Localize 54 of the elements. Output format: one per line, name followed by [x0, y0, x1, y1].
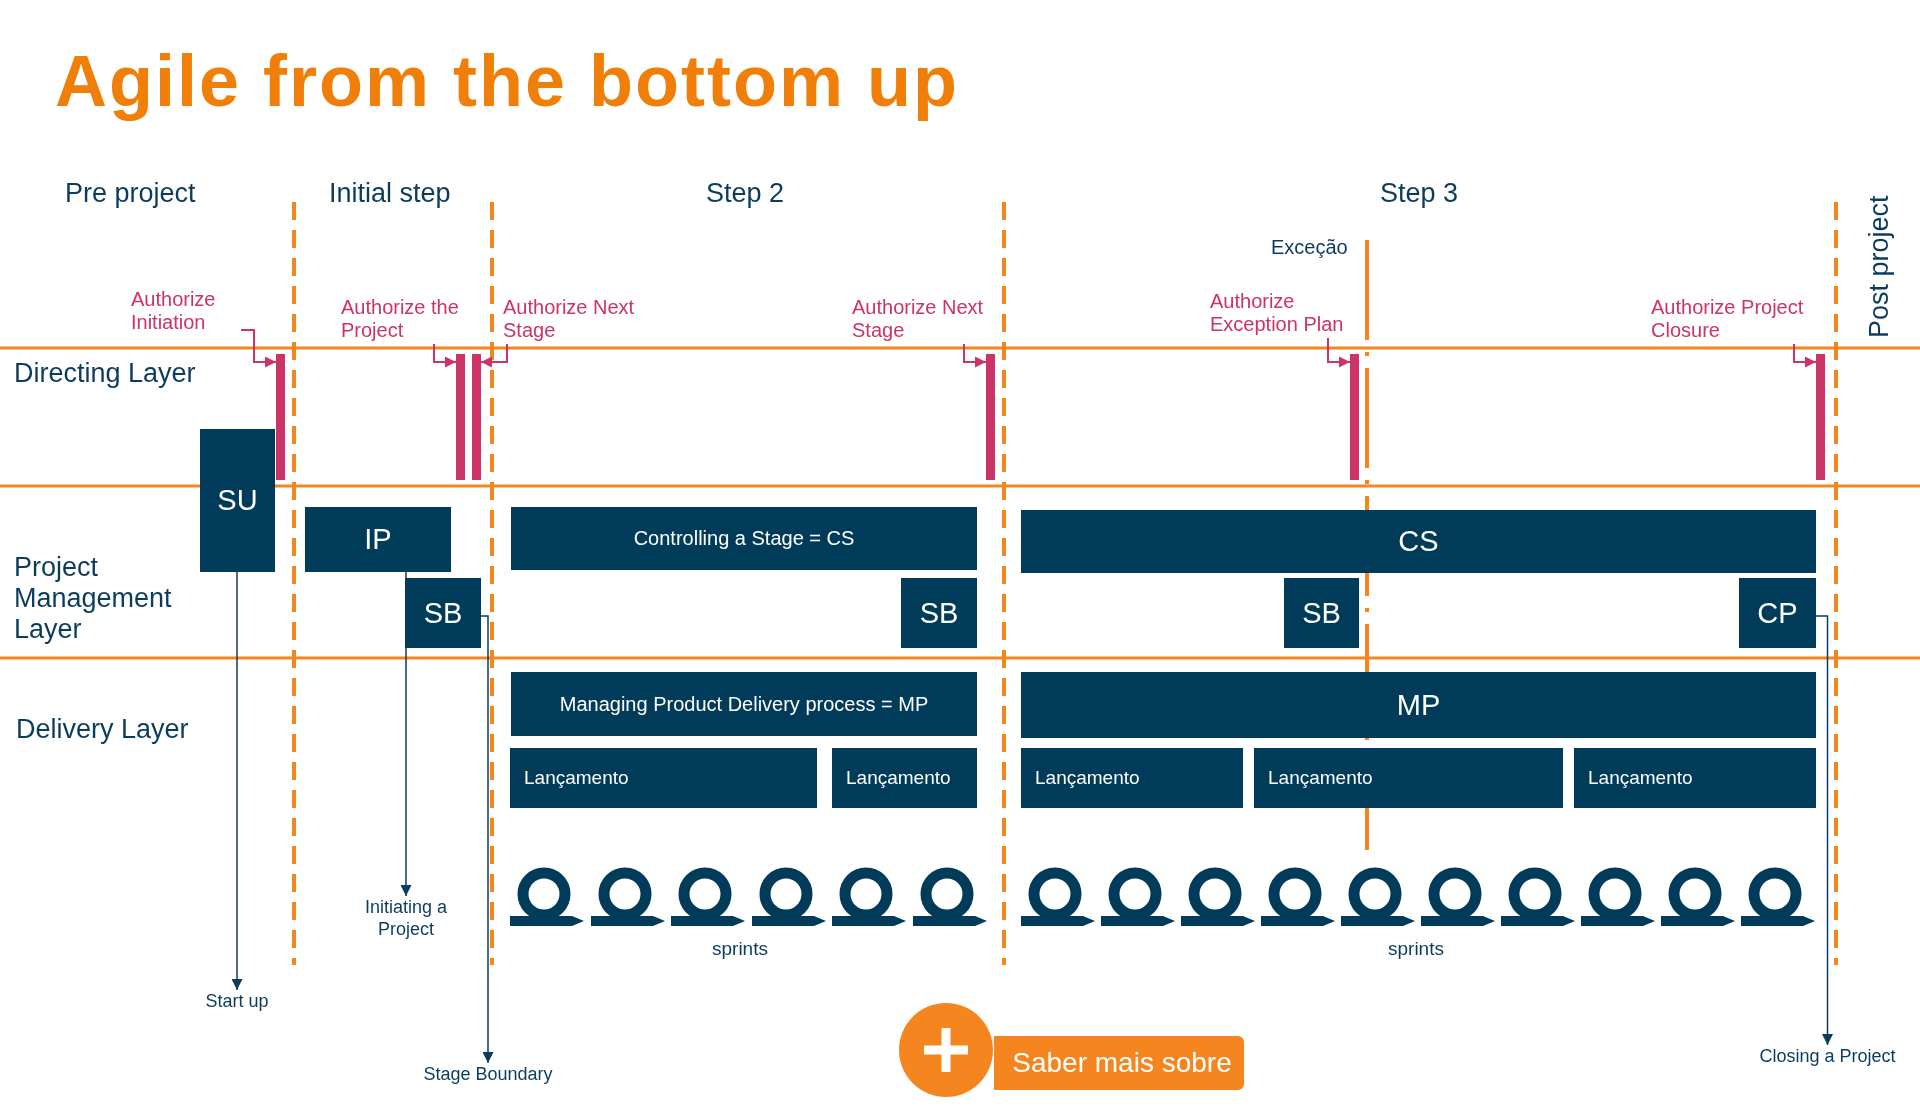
process-box: Managing Product Delivery process = MP [511, 672, 977, 736]
decision-bar [456, 354, 465, 480]
process-box: SB [405, 578, 481, 648]
arrow [480, 615, 494, 1064]
arrow [400, 571, 412, 897]
process-box: MP [1021, 672, 1816, 738]
exception-label: Exceção [1271, 236, 1348, 259]
arrow [231, 571, 243, 991]
process-label: Start up [192, 990, 282, 1014]
decision-bar [276, 354, 285, 480]
process-box: Lançamento [1254, 748, 1563, 808]
stage-heading: Step 3 [1380, 178, 1459, 209]
process-box: Lançamento [1021, 748, 1243, 808]
process-box: CS [1021, 510, 1816, 573]
arrow [240, 329, 277, 368]
process-box: IP [305, 507, 451, 572]
lane-label: Directing Layer [14, 358, 197, 389]
process-box: SU [200, 429, 275, 572]
arrow [1793, 343, 1817, 368]
stage-heading: Pre project [65, 178, 196, 209]
lane-label: Project Management Layer [14, 552, 173, 645]
sprints-label: sprints [1388, 938, 1444, 960]
learn-more-button: Saber mais sobre [994, 1036, 1244, 1090]
process-box: Lançamento [510, 748, 817, 808]
process-box: Lançamento [1574, 748, 1816, 808]
decision-bar [472, 354, 481, 480]
decision-label: Authorize Exception Plan [1210, 290, 1360, 338]
arrow [963, 343, 987, 368]
process-label: Initiating a Project [356, 896, 456, 944]
decision-bar [1816, 354, 1825, 480]
process-box: SB [901, 578, 977, 648]
process-box: Controlling a Stage = CS [511, 507, 977, 570]
process-box: Lançamento [832, 748, 977, 808]
decision-label: Authorize Project Closure [1651, 296, 1826, 344]
sprints-label: sprints [712, 938, 768, 960]
stage-heading: Step 2 [706, 178, 785, 209]
lane-label: Delivery Layer [16, 714, 190, 745]
process-label: Stage Boundary [413, 1063, 563, 1087]
decision-label: Authorize Next Stage [852, 296, 1002, 344]
stage-heading-vertical: Post project [1864, 195, 1895, 338]
arrow [1815, 615, 1833, 1046]
process-label: Closing a Project [1745, 1045, 1910, 1069]
decision-bar [986, 354, 995, 480]
process-box: SB [1284, 578, 1359, 648]
decision-bar [1350, 354, 1359, 480]
arrow [433, 343, 457, 368]
decision-label: Authorize the Project [341, 296, 471, 344]
decision-label: Authorize Next Stage [503, 296, 653, 344]
decision-label: Authorize Initiation [131, 288, 241, 336]
process-box: CP [1739, 578, 1816, 648]
title: Agile from the bottom up [55, 40, 959, 122]
arrow [1327, 337, 1351, 368]
arrow [480, 343, 508, 368]
stage-heading: Initial step [329, 178, 451, 209]
